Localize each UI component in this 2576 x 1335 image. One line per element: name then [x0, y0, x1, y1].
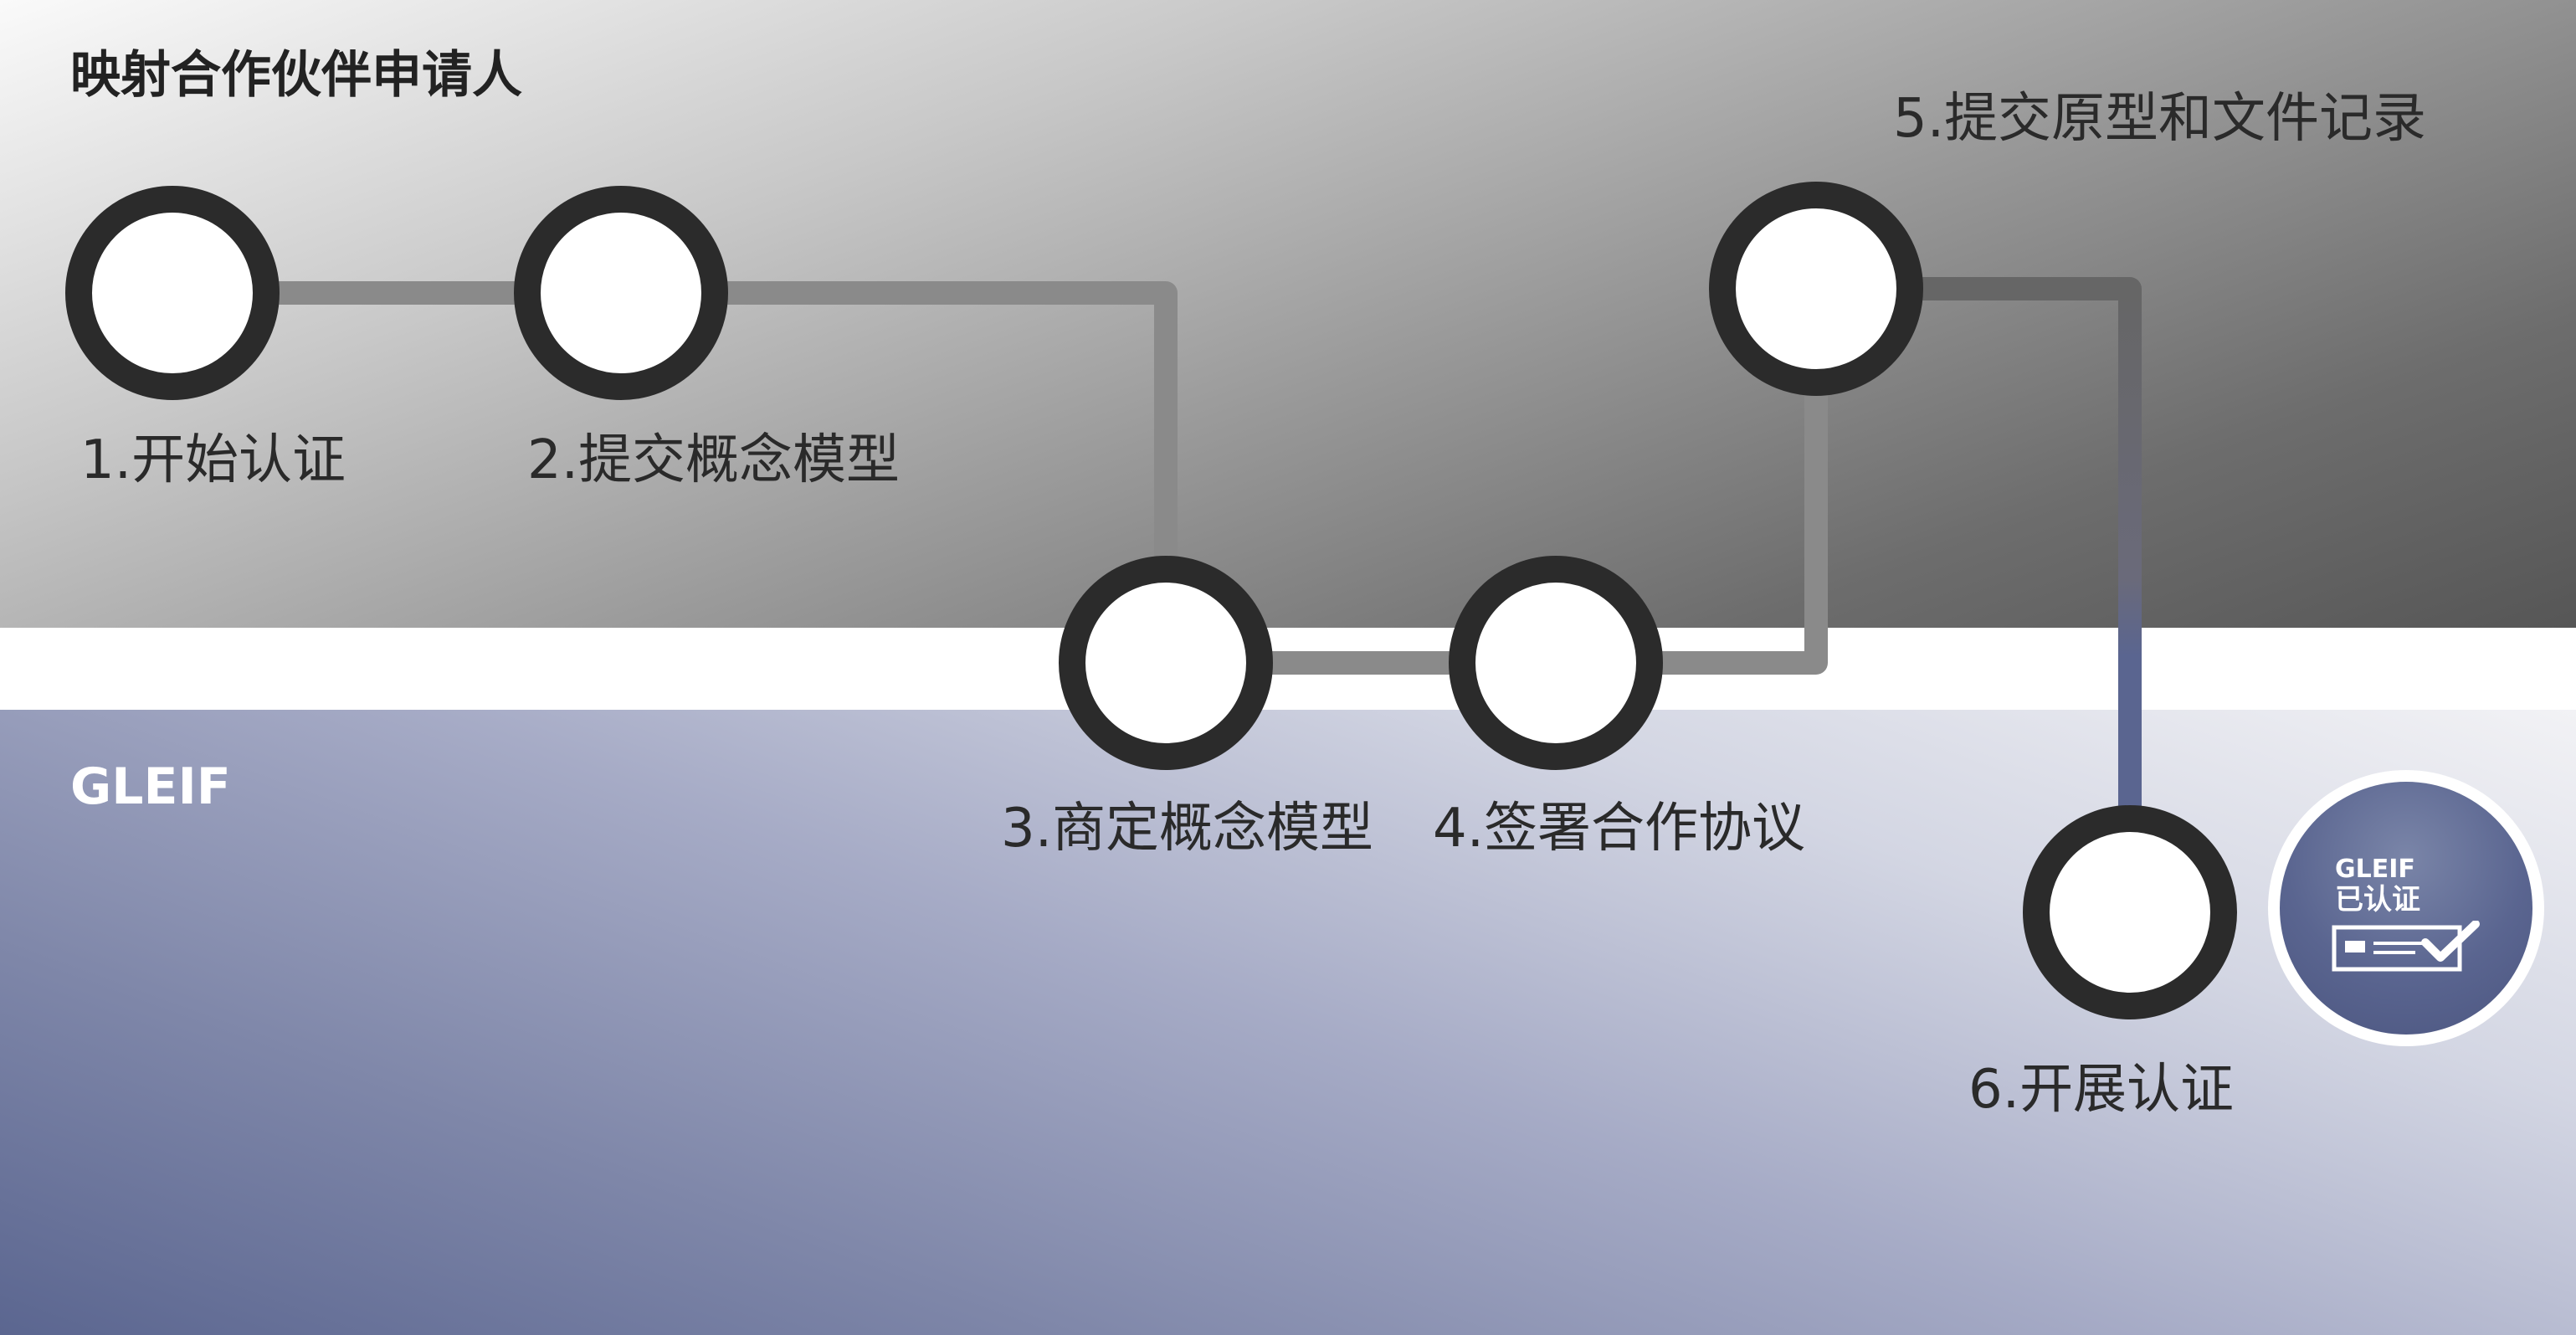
step-label-4: 4.签署合作协议 — [1433, 798, 1806, 860]
certificate-check-icon — [2332, 921, 2480, 972]
applicant-lane-title: 映射合作伙伴申请人 — [70, 46, 522, 105]
step-node-1 — [65, 186, 280, 400]
certified-badge-disc: GLEIF 已认证 — [2280, 782, 2532, 1035]
step-node-5 — [1709, 182, 1923, 396]
step-label-2: 2.提交概念模型 — [527, 429, 901, 491]
badge-brand: GLEIF — [2335, 855, 2415, 884]
gleif-lane-title: GLEIF — [70, 757, 231, 816]
step-label-6: 6.开展认证 — [1968, 1059, 2235, 1121]
step-node-2 — [514, 186, 728, 400]
certified-badge: GLEIF 已认证 — [2268, 770, 2544, 1046]
badge-status: 已认证 — [2335, 883, 2420, 917]
step-node-6 — [2023, 805, 2237, 1019]
step-node-4 — [1449, 556, 1663, 770]
connector-2-3 — [621, 281, 1178, 661]
step-node-3 — [1059, 556, 1273, 770]
step-label-5: 5.提交原型和文件记录 — [1893, 88, 2427, 150]
step-label-3: 3.商定概念模型 — [1001, 798, 1374, 860]
applicant-lane — [0, 0, 2576, 628]
step-label-1: 1.开始认证 — [80, 429, 346, 491]
